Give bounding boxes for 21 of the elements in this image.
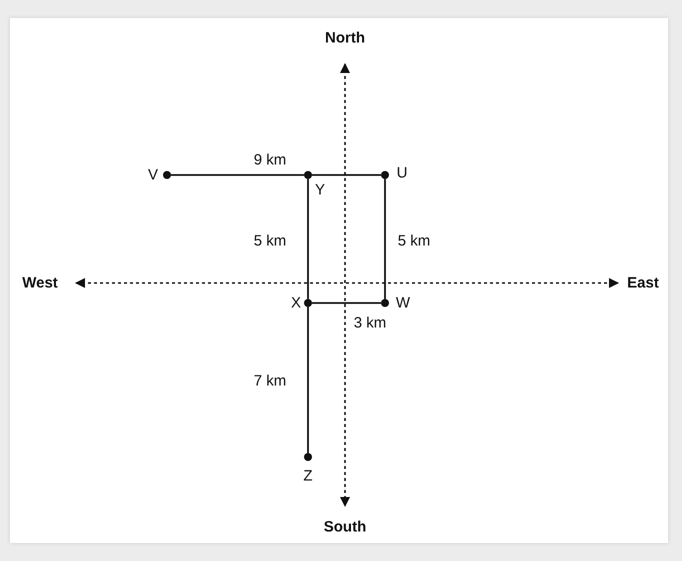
north-label: North [325,30,365,46]
distance-label: 5 km [396,234,432,248]
south-label: South [324,520,366,534]
path-line [312,174,381,176]
west-label: West [22,276,58,290]
distance-label: 9 km [252,152,288,168]
point-label: U [396,166,408,180]
path-line [307,179,309,299]
point-label: V [148,168,158,182]
distance-label: 7 km [252,374,288,388]
point-label: Z [303,468,313,484]
path-line [171,174,304,176]
point-label: X [291,296,301,310]
distance-label: 5 km [252,234,288,248]
point-label: W [396,296,410,310]
path-line [312,302,381,304]
path-line [307,307,309,453]
point-label: Y [315,182,325,198]
east-label: East [627,276,659,290]
path-line [384,179,386,299]
distance-label: 3 km [352,316,388,330]
